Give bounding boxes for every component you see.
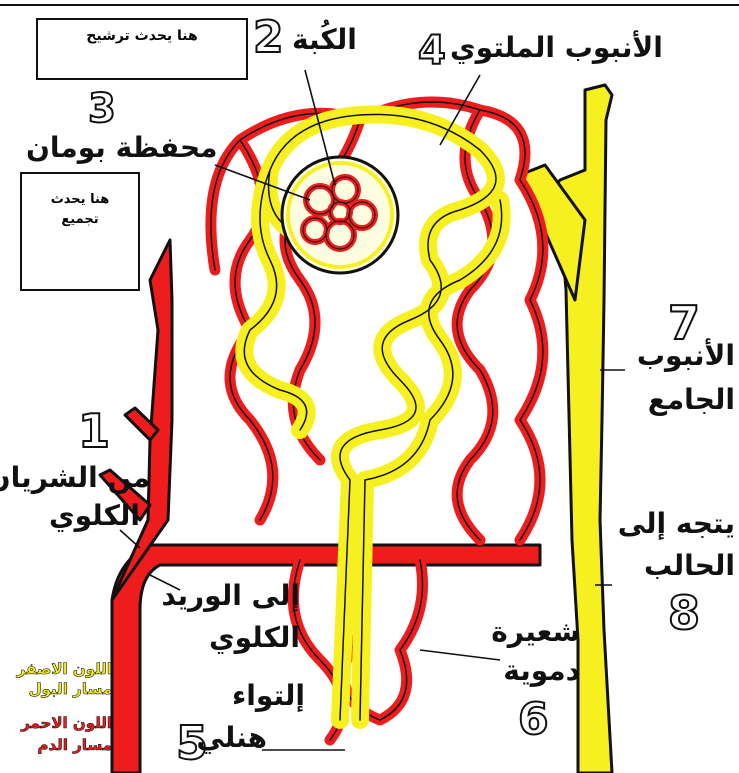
collection-text-2: تجميع [22, 212, 138, 227]
bowman-capsule [282, 157, 398, 273]
capillary-label-1: شعيرة [490, 616, 580, 648]
bowman-number: 3 [88, 86, 116, 132]
filtration-text: هنا يحدث ترشيح [38, 28, 246, 44]
collection-text-1: هنا يحدث [22, 192, 138, 207]
collecting-label-1: الأنبوب [625, 340, 735, 372]
bowman-label: محفظة بومان [26, 132, 218, 164]
artery-label-1: من الشريان [0, 462, 150, 494]
collecting-label-2: الجامع [625, 384, 735, 416]
ureter-number: 8 [668, 586, 700, 640]
vein-label-1: إلى الوريد [175, 580, 300, 612]
artery-label-2: الكلوي [30, 500, 140, 532]
capillary-label-2: دموية [490, 655, 580, 687]
collection-box: هنا يحدث تجميع [20, 172, 140, 291]
henle-label-2: هنلي [205, 722, 267, 754]
convoluted-number: 4 [418, 28, 446, 74]
glomerulus-number: 2 [253, 12, 284, 63]
legend-red-2: مسار الدم [0, 736, 112, 754]
ureter-label-2: الحالب [610, 550, 735, 582]
legend-yellow-1: اللون الاصفر [0, 660, 112, 678]
legend-red-1: اللون الاحمر [0, 714, 112, 732]
capillary-number: 6 [518, 694, 549, 745]
glomerulus-label: الكُبة [292, 24, 357, 56]
henle-label-1: إلتواء [205, 680, 305, 712]
artery-number: 1 [78, 404, 110, 458]
vein-label-2: الكلوي [175, 622, 300, 654]
legend-yellow-2: مسار البول [0, 680, 112, 698]
filtration-box: هنا يحدث ترشيح [36, 18, 248, 80]
convoluted-label: الأنبوب الملتوي [450, 32, 663, 64]
ureter-label-1: يتجه إلى [610, 508, 735, 540]
